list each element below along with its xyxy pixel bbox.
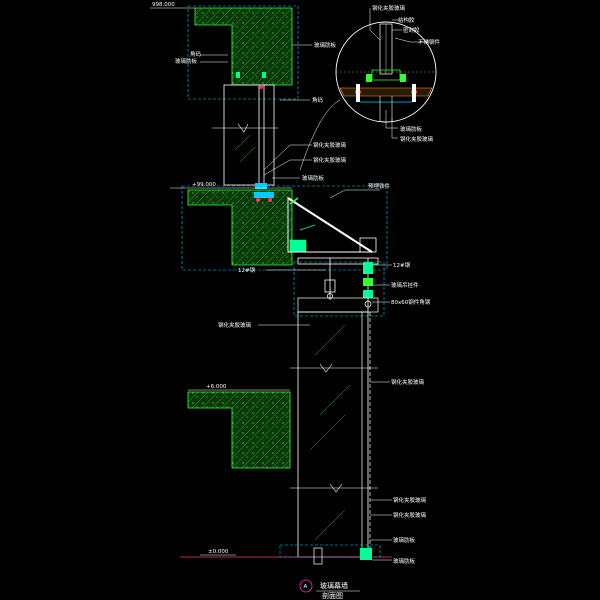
detail-label-3: 密封胶 — [403, 26, 420, 34]
top-slab: 998.000 — [150, 2, 299, 100]
label-rod-1: 12#钢 — [238, 266, 256, 274]
label-base-2: 玻璃肋板 — [393, 557, 416, 565]
label-rod-2: 12#钢 — [393, 261, 411, 269]
elev-mid-text: +99.000 — [192, 182, 216, 188]
mid-labels: 钢化夹胶玻璃 钢化夹胶玻璃 玻璃肋板 — [263, 141, 347, 182]
label-mid-3: 玻璃肋板 — [302, 174, 325, 182]
label-mid-1: 钢化夹胶玻璃 — [313, 141, 347, 149]
label-anchor: 预埋铁件 — [368, 182, 391, 190]
detail-circle: 钢化夹胶玻璃 结构胶 密封胶 不锈钢件 玻璃肋板 钢化夹胶玻璃 — [299, 4, 441, 171]
label-glass-right: 钢化夹胶玻璃 — [391, 378, 425, 386]
lower-glass-wall: 钢化夹胶玻璃 钢化夹胶玻璃 钢化夹胶玻璃 钢化夹胶玻璃 — [218, 311, 427, 558]
label-glass-left: 钢化夹胶玻璃 — [218, 321, 252, 329]
label-low-1: 钢化夹胶玻璃 — [393, 496, 427, 504]
label-corner: 角码 — [312, 96, 324, 104]
detail-label-1: 钢化夹胶玻璃 — [372, 4, 406, 12]
label-top-right-1: 玻璃肋板 — [314, 41, 337, 49]
mid-slab: +99.000 — [170, 182, 388, 271]
elev-ground-text: ±0.000 — [208, 549, 229, 555]
detail-label-6: 钢化夹胶玻璃 — [400, 135, 434, 143]
caption-title: 玻璃幕墙 — [320, 581, 348, 590]
label-channel: 80x60钢件角钢 — [391, 298, 431, 306]
elev-top-text: 998.000 — [152, 2, 175, 8]
label-top-left-2: 玻璃肋板 — [175, 57, 198, 65]
label-mid-2: 钢化夹胶玻璃 — [313, 156, 347, 164]
caption-subtitle: 剖面图 — [322, 591, 343, 600]
low-slab: +6.000 — [187, 384, 291, 469]
top-left-labels: 角码 玻璃肋板 玻璃肋板 角码 — [175, 41, 337, 104]
label-top-left-1: 角码 — [190, 50, 202, 58]
hanger-assembly: 12#钢 12#钢 玻璃吊挂件 80x60钢件角钢 — [238, 258, 431, 317]
base: ±0.000 玻璃肋板 玻璃肋板 — [180, 536, 416, 565]
detail-label-4: 不锈钢件 — [418, 38, 441, 46]
upper-glass-assembly — [212, 72, 278, 189]
elev-low-text: +6.000 — [206, 384, 227, 390]
drawing-caption: A 玻璃幕墙 剖面图 — [299, 579, 360, 600]
label-base-1: 玻璃肋板 — [393, 536, 416, 544]
caption-number: A — [304, 584, 308, 590]
detail-label-5: 玻璃肋板 — [400, 125, 423, 133]
steel-bracket: 预埋铁件 — [287, 182, 391, 253]
detail-label-2: 结构胶 — [398, 16, 415, 24]
label-low-2: 钢化夹胶玻璃 — [393, 511, 427, 519]
label-clamp: 玻璃吊挂件 — [391, 281, 419, 289]
